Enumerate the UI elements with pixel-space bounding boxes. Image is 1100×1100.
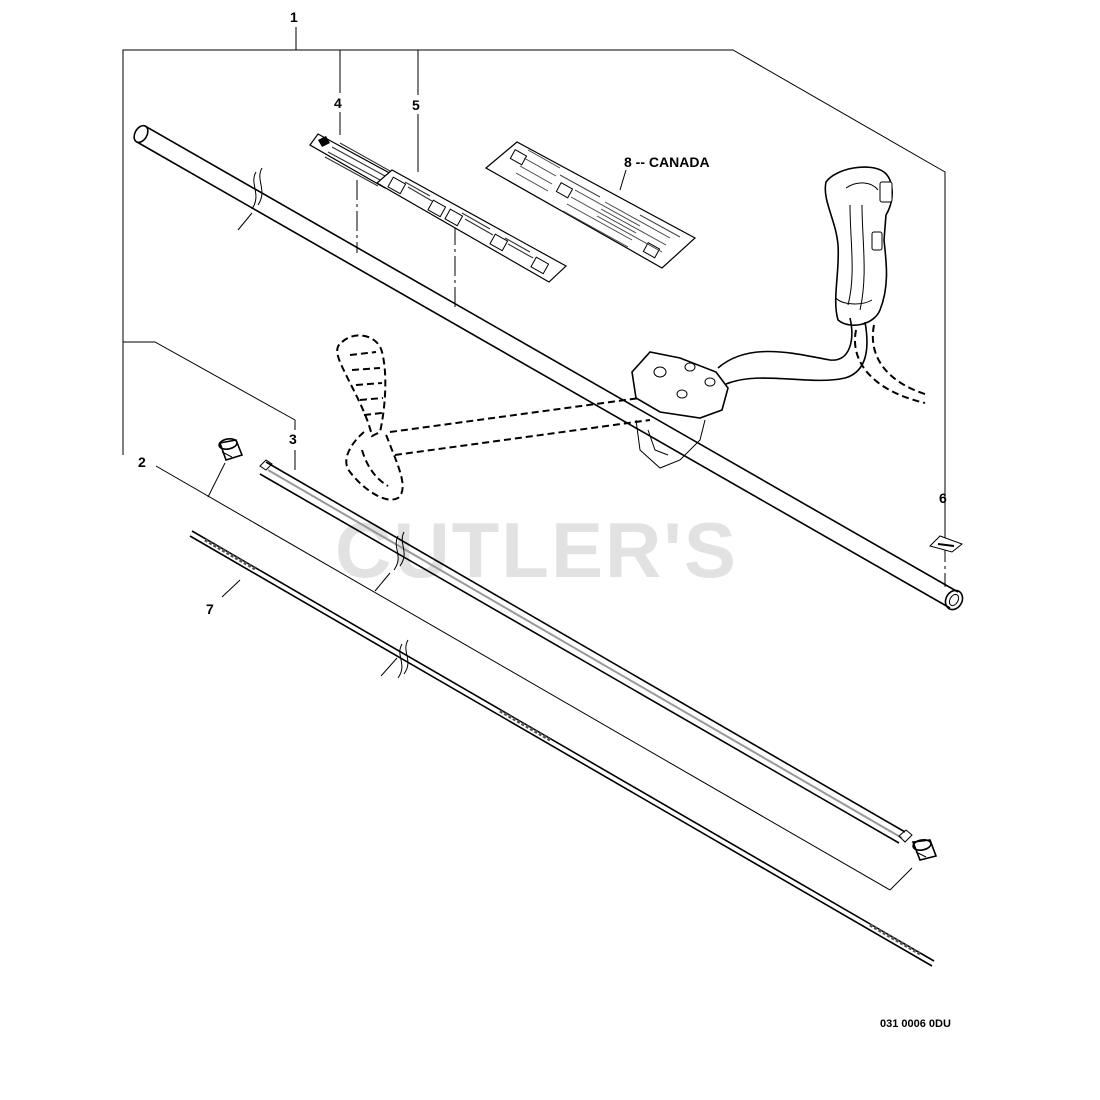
callout-4: 4 — [334, 95, 342, 111]
bushing-top — [218, 438, 244, 461]
drive-tube — [133, 124, 964, 611]
callout-8-canada: 8 -- CANADA — [624, 154, 710, 170]
callout-7: 7 — [206, 601, 214, 617]
loop-handle-dashed — [336, 334, 651, 501]
decal-item-5 — [375, 169, 568, 283]
label-item-6 — [929, 535, 964, 553]
callout-5: 5 — [412, 97, 420, 113]
callout-2: 2 — [138, 454, 146, 470]
drawing-code: 031 0006 0DU — [880, 1018, 951, 1030]
bushing-bottom — [911, 839, 938, 861]
callout-3: 3 — [289, 431, 297, 447]
flex-shaft-item-7 — [189, 530, 935, 967]
decal-item-8 — [484, 141, 697, 269]
callout-1: 1 — [290, 9, 298, 25]
handle-bar-assembly — [631, 166, 929, 469]
watermark-text: CUTLER'S — [335, 506, 738, 594]
liner-item-3 — [259, 459, 913, 844]
callout-6: 6 — [939, 490, 947, 506]
leader-lines — [122, 27, 946, 891]
